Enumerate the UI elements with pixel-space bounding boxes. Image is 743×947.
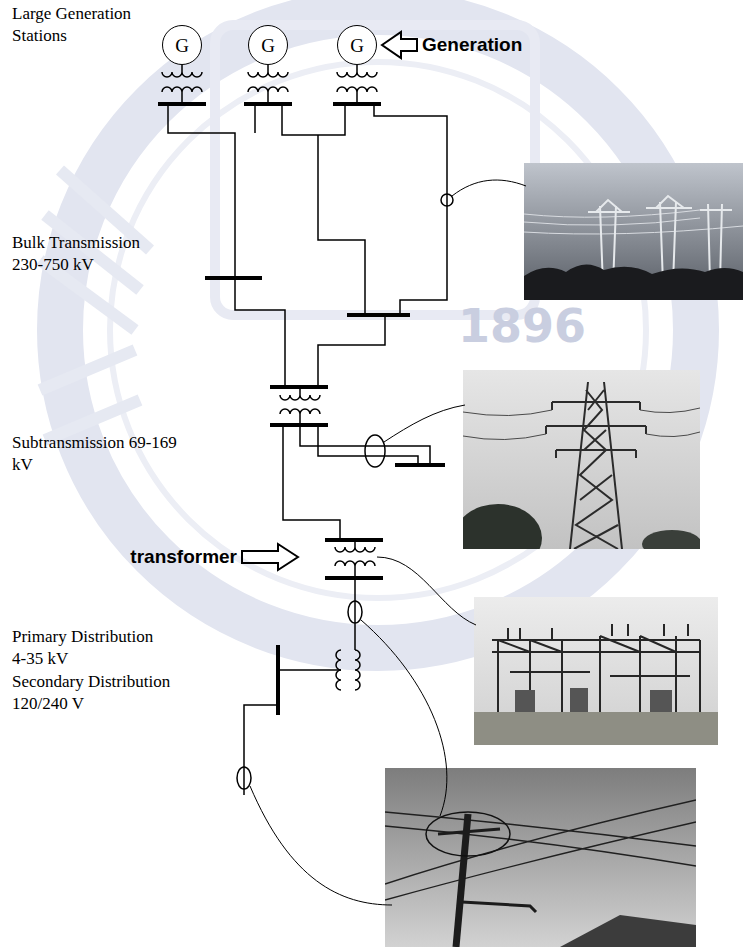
subtransmission-line	[283, 425, 430, 540]
callout-marker	[237, 767, 251, 789]
transformer-symbol	[337, 72, 377, 92]
transformer-symbol	[280, 395, 320, 414]
callout-label: transformer	[130, 545, 237, 569]
callout-label: Generation	[422, 33, 522, 57]
substation-structure	[492, 624, 700, 712]
photo-sky	[385, 768, 696, 947]
photo-roof	[560, 915, 696, 947]
voltage-level-label: Secondary Distribution 120/240 V	[12, 671, 173, 715]
photo-bulk-transmission	[524, 163, 743, 300]
generator-symbol: G	[175, 36, 189, 55]
callout-arrow	[242, 544, 298, 570]
pole-crossarm	[438, 829, 536, 912]
one-line-diagram	[158, 32, 526, 905]
leader-line	[250, 180, 526, 905]
watermark-logo	[40, 12, 696, 648]
generator-circle: G	[248, 25, 288, 65]
callout-marker	[348, 601, 362, 623]
generator-circle: G	[337, 25, 377, 65]
photo-highlight-oval	[426, 812, 510, 856]
substation-equipment	[515, 688, 672, 712]
generator-lead	[182, 65, 357, 103]
voltage-level-label: Bulk Transmission 230-750 kV	[12, 232, 143, 276]
watermark-text: 1896	[458, 300, 586, 352]
photo-ground	[524, 264, 743, 300]
photo-sky	[524, 163, 743, 300]
transformer-symbol	[335, 547, 375, 566]
bus-bar	[158, 104, 445, 715]
callout-arrow	[382, 32, 417, 58]
generator-lead	[299, 387, 301, 425]
primary-line	[354, 578, 356, 650]
voltage-level-label: Primary Distribution 4-35 kV	[12, 626, 156, 670]
photo-ground	[474, 712, 718, 745]
secondary-line	[244, 670, 341, 795]
callout-marker	[441, 194, 453, 206]
photo-wire	[463, 408, 700, 440]
stage-label: Large Generation Stations	[12, 3, 134, 47]
utility-pole	[456, 814, 468, 947]
callout-marker	[365, 435, 385, 467]
photo-sky	[474, 597, 718, 745]
watermark-stripe	[40, 170, 150, 440]
watermark-ring	[60, 12, 696, 648]
transmission-line	[168, 104, 447, 315]
photo-subtransmission	[463, 370, 700, 549]
photo-tree	[463, 504, 542, 549]
photo-wire	[524, 210, 743, 234]
generator-lead	[354, 540, 356, 578]
voltage-level-label: Subtransmission 69-169 kV	[12, 432, 179, 476]
generator-circle: G	[162, 25, 202, 65]
photo-distribution-pole	[385, 768, 696, 947]
transformer-symbol	[162, 72, 202, 92]
transmission-line	[235, 278, 385, 387]
generator-symbol: G	[261, 36, 275, 55]
generator-symbol: G	[350, 36, 364, 55]
watermark-emblem	[215, 25, 535, 315]
lattice-tower	[546, 382, 646, 549]
photo-substation	[474, 597, 718, 745]
transformer-symbol	[248, 72, 288, 92]
photo-wire	[385, 800, 696, 900]
photo-tree	[642, 530, 700, 549]
